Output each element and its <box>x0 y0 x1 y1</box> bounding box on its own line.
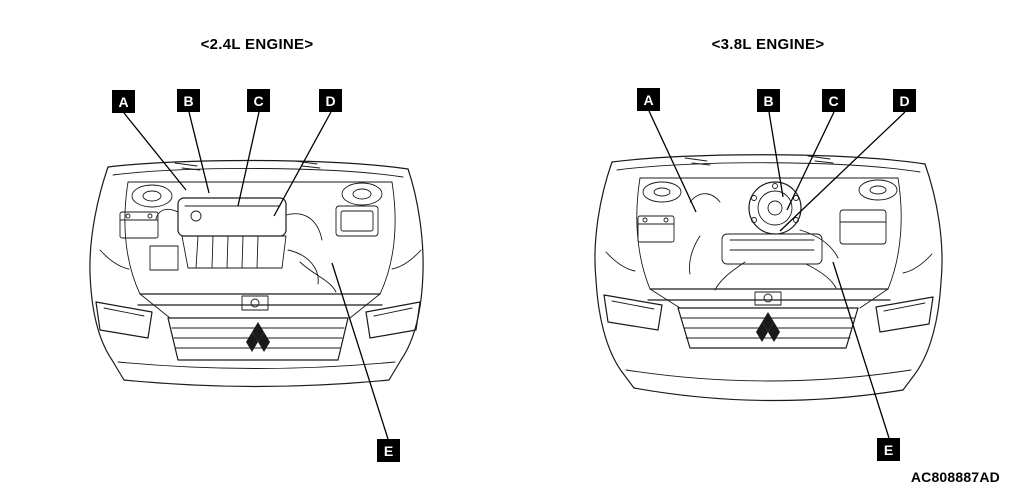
callout-a-2-4l: A <box>112 90 135 113</box>
strut-tower-left <box>131 184 173 208</box>
callout-a-3-8l: A <box>637 88 660 111</box>
strut-tower-left <box>642 181 682 203</box>
callout-b-3-8l: B <box>757 89 780 112</box>
wiper-right <box>807 155 834 164</box>
wiper-left <box>684 157 711 166</box>
engine-bay-drawing-3-8l <box>594 154 943 402</box>
engine-block-3-8l <box>721 233 823 265</box>
callout-d-2-4l: D <box>319 89 342 112</box>
radiator-core-support <box>137 293 383 306</box>
diagram-title-2-4l: <2.4L ENGINE> <box>200 36 314 53</box>
oil-cap <box>190 210 202 222</box>
bumper-bottom <box>123 379 390 388</box>
hose <box>799 229 839 259</box>
wiper-left <box>174 162 201 171</box>
bumper-bottom <box>633 387 904 402</box>
hood-latch <box>241 295 269 311</box>
engine-block-2-4l <box>177 197 287 269</box>
mitsubishi-logo <box>246 322 270 352</box>
leader-lines-2-4l <box>123 111 389 440</box>
battery <box>637 215 675 243</box>
strut-tower-right <box>341 182 383 206</box>
strut-tower-right <box>858 179 898 201</box>
cable <box>299 261 337 293</box>
hood-latch <box>754 291 782 306</box>
air-cleaner <box>839 209 887 245</box>
leader-lines-3-8l <box>648 110 906 439</box>
callout-e-3-8l: E <box>877 438 900 461</box>
callout-d-3-8l: D <box>893 89 916 112</box>
engine-bay-drawing-2-4l <box>89 159 424 388</box>
callout-e-2-4l: E <box>377 439 400 462</box>
callout-c-2-4l: C <box>247 89 270 112</box>
fuse-box <box>335 205 379 237</box>
hose <box>155 208 179 220</box>
callout-c-3-8l: C <box>822 89 845 112</box>
cable <box>805 263 837 289</box>
cable <box>689 235 701 275</box>
headlight-right <box>875 296 934 333</box>
headlight-left <box>603 294 663 331</box>
battery <box>119 211 159 239</box>
diagram-title-3-8l: <3.8L ENGINE> <box>711 36 825 53</box>
hose <box>689 193 721 203</box>
hose <box>285 213 323 241</box>
air-cleaner <box>149 245 179 271</box>
headlight-right <box>365 301 421 339</box>
headlight-left <box>95 301 153 339</box>
intake-plenum-3-8l <box>748 181 802 235</box>
hose <box>287 249 319 285</box>
callout-b-2-4l: B <box>177 89 200 112</box>
mitsubishi-logo <box>756 312 780 342</box>
wiper-right <box>294 160 321 169</box>
radiator-core-support <box>647 288 891 301</box>
figure-code: AC808887AD <box>910 469 1000 485</box>
hose <box>714 261 746 291</box>
